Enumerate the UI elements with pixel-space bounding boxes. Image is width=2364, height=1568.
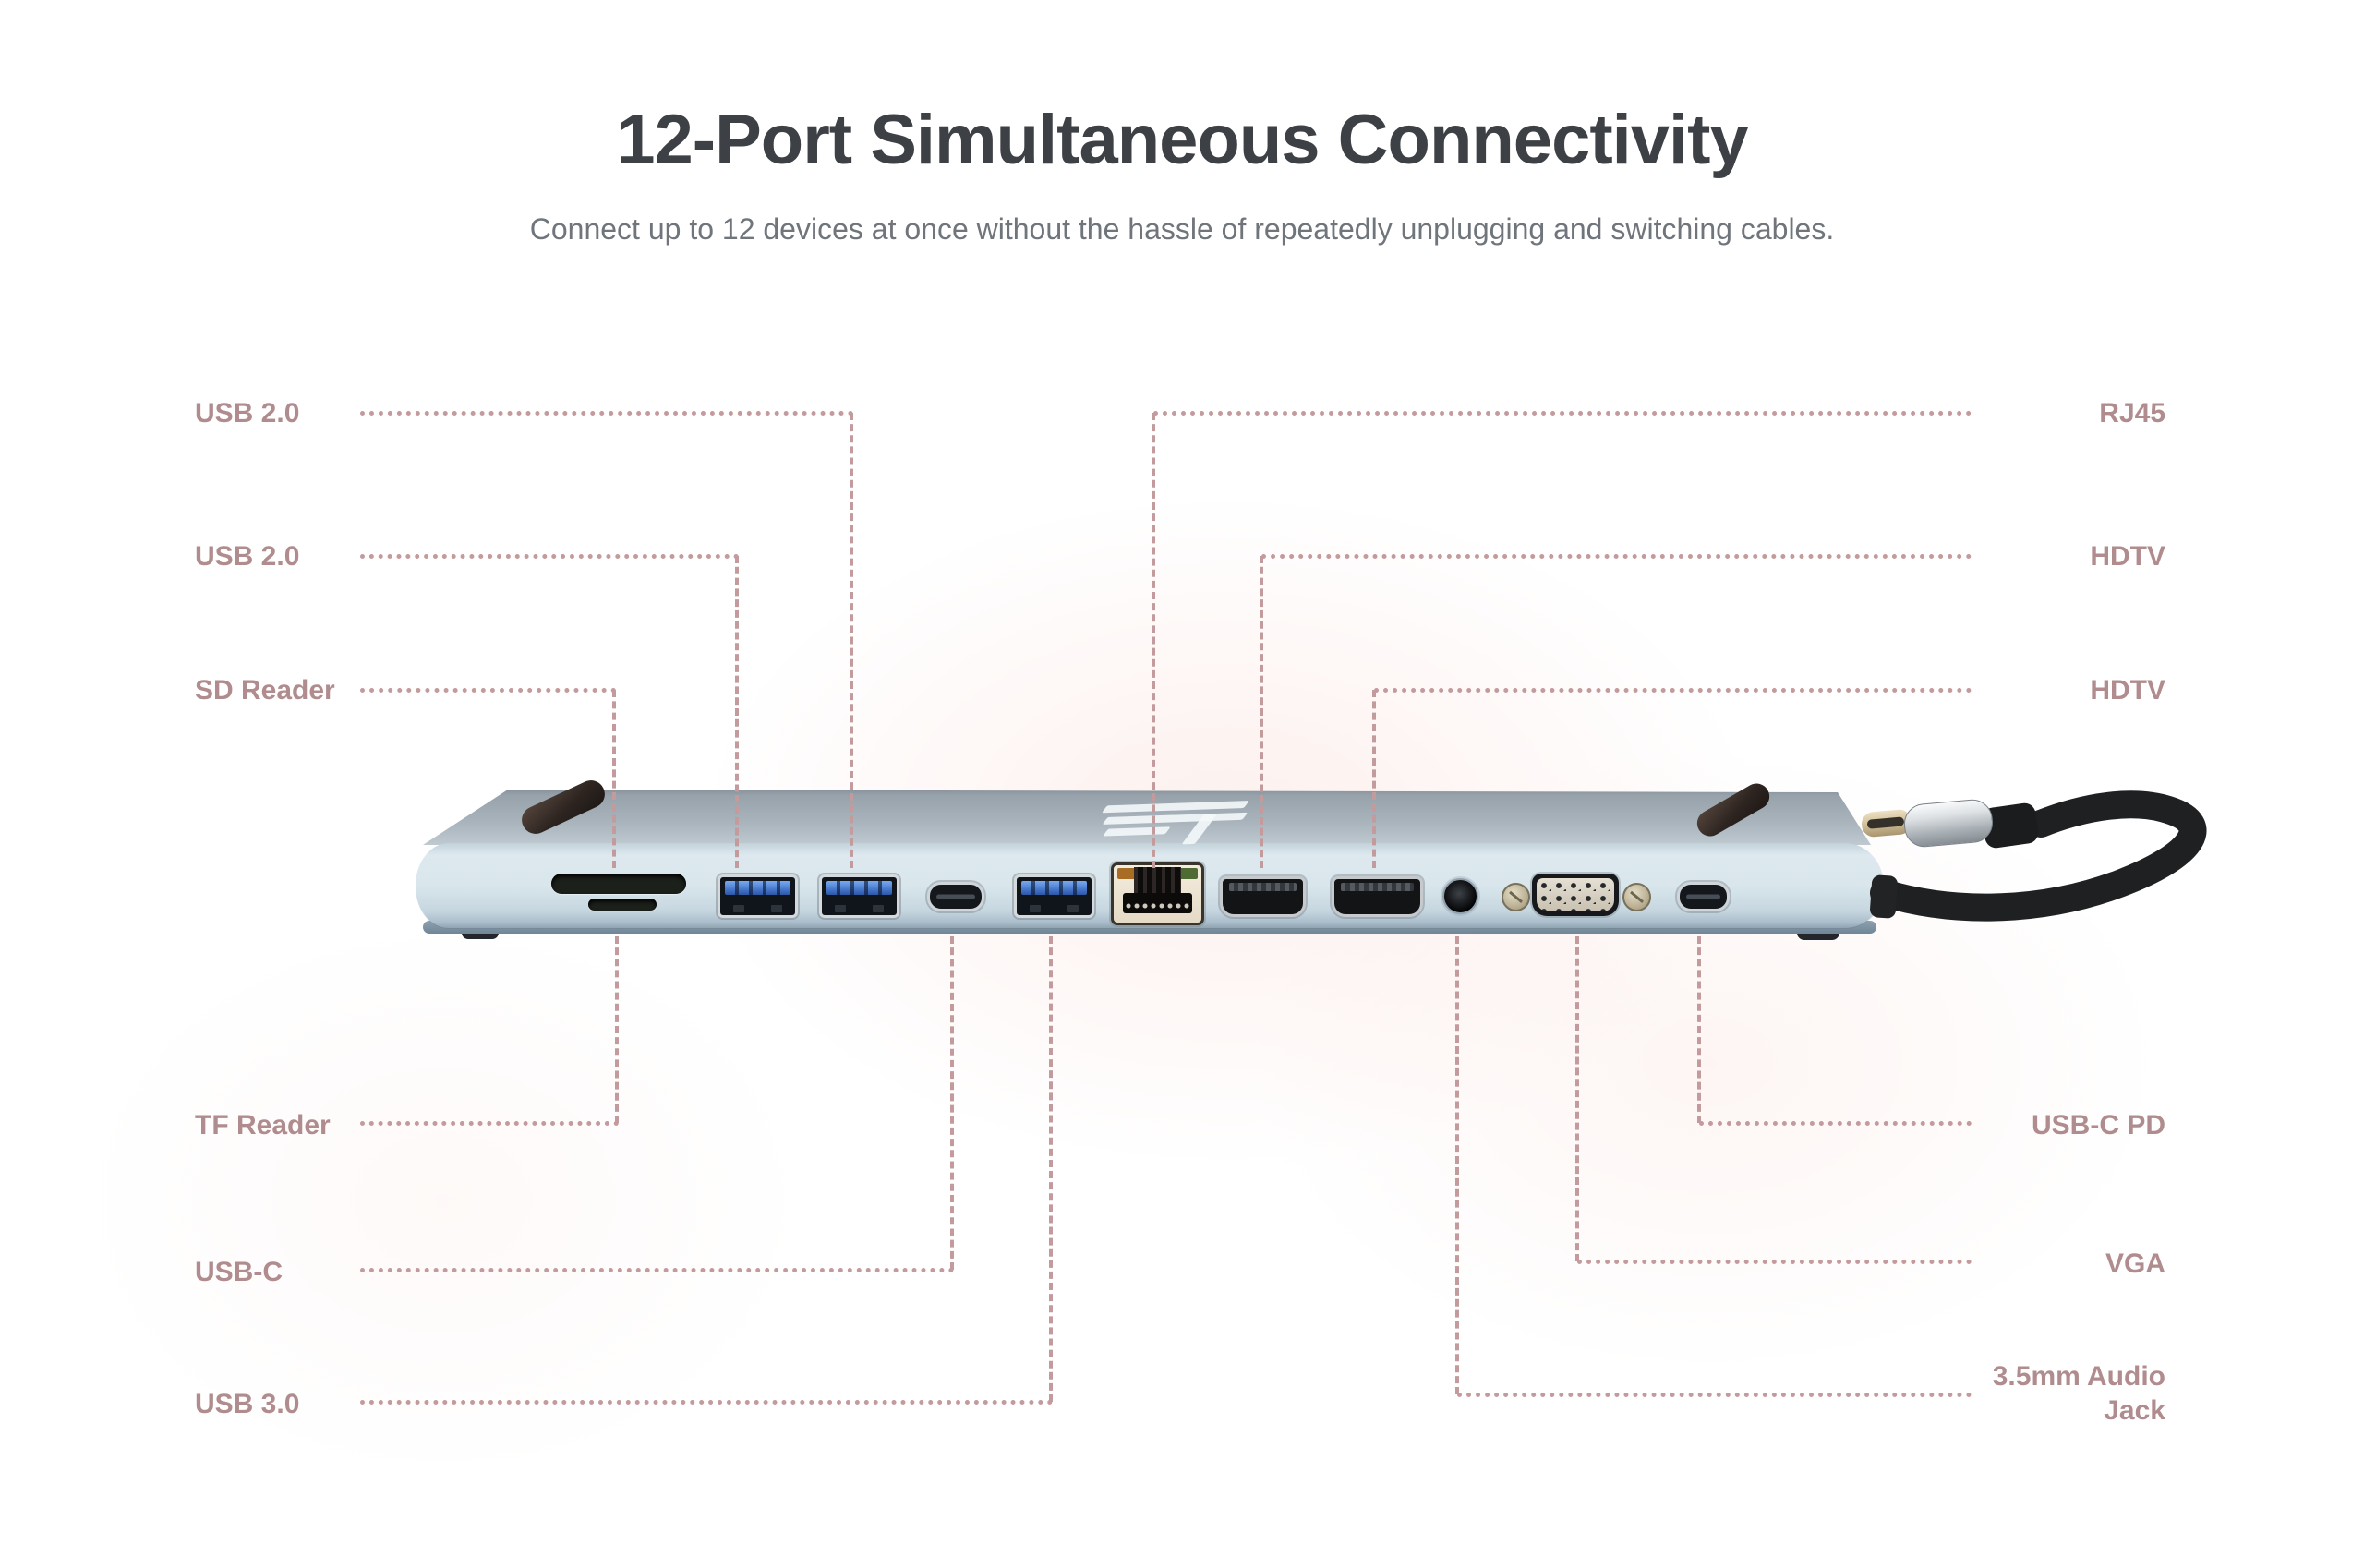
port-label-usb2-a: USB 2.0 [195,398,300,428]
port-label-hdtv-a: HDTV [2090,541,2165,572]
hdmi-port [1332,876,1423,917]
port-label-vga: VGA [2105,1248,2165,1279]
rj45-port [1111,862,1204,925]
usb-a-2-port [718,874,798,918]
cable-exit-nub [1869,874,1899,919]
vga-screw-post [1622,883,1651,911]
connector-line [950,936,954,1270]
vga-screw-post [1502,883,1530,911]
connector-line [360,411,853,416]
hdmi-port [1220,876,1306,917]
port-label-tf-reader: TF Reader [195,1110,331,1140]
connector-line [1152,413,1155,868]
connector-line [1577,1260,1972,1264]
port-label-sd-reader: SD Reader [195,675,335,706]
port-label-rj45: RJ45 [2099,398,2165,428]
port-label-usbc-pd: USB-C PD [2031,1110,2165,1140]
usb-c-port [927,882,984,911]
connector-line [615,936,619,1123]
usb-c-cable [1870,790,2207,922]
sd-card-slot [551,874,686,894]
connector-line [360,554,739,559]
connector-line [612,690,616,868]
connector-line [1699,1121,1972,1126]
page-title: 12-Port Simultaneous Connectivity [616,101,1748,179]
rj45-led-green [1177,868,1198,879]
port-label-usb2-b: USB 2.0 [195,541,300,572]
usb-a-2-port [819,874,899,918]
connector-line [1261,554,1972,559]
hub-product-image [416,776,1884,949]
vga-port [1532,874,1619,916]
port-label-usb3: USB 3.0 [195,1389,300,1419]
tf-card-slot [588,899,657,911]
usb-c-pd-port [1677,882,1730,911]
connector-line [1372,690,1376,868]
connector-line [1049,936,1053,1402]
connector-line [360,1268,954,1272]
rj45-led-orange [1117,868,1138,879]
port-label-audio-jack: 3.5mm Audio Jack [1992,1361,2165,1426]
usb-a-3-port [1014,874,1094,918]
connector-line [1260,556,1263,868]
audio-jack-port [1442,878,1478,914]
connector-line [360,688,616,693]
connector-line [360,1121,619,1126]
connector-line [735,556,739,868]
connector-line [1457,1393,1972,1397]
connector-line [1153,411,1972,416]
port-label-usbc: USB-C [195,1257,283,1287]
connector-line [850,413,853,868]
connector-line [1575,936,1579,1261]
page-subtitle: Connect up to 12 devices at once without… [529,212,1835,246]
connector-line [1455,936,1459,1394]
usb-c-plug-body [1902,797,1995,850]
connector-line [1374,688,1972,693]
connector-line [1697,936,1701,1123]
port-label-hdtv-b: HDTV [2090,675,2165,706]
connector-line [360,1400,1053,1405]
